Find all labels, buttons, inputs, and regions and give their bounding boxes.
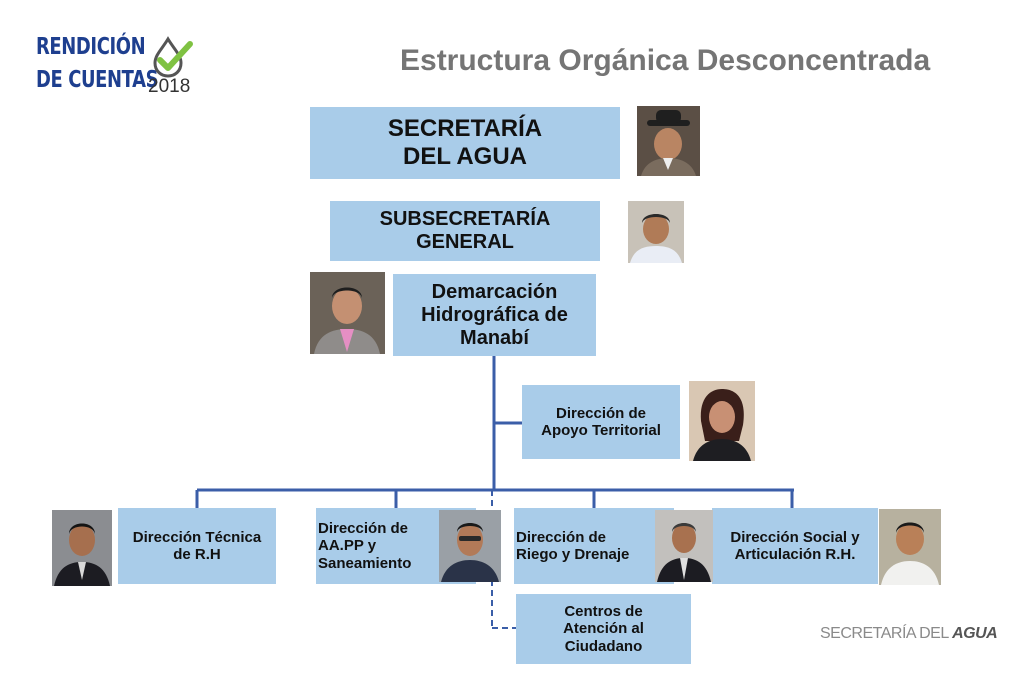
footer-brand-light: SECRETARÍA DEL: [820, 625, 949, 642]
node-aapp-label: Dirección de AA.PP y Saneamiento: [318, 520, 412, 572]
node-demarcacion-label: Demarcación Hidrográfica de Manabí: [421, 280, 568, 349]
node-apoyo-territorial: Dirección de Apoyo Territorial: [522, 385, 680, 459]
portrait-apoyo-photo: [689, 381, 755, 461]
portrait-demarcacion-photo: [310, 272, 385, 354]
node-social-label: Dirección Social y Articulación R.H.: [730, 528, 860, 563]
portrait-aapp-photo: [439, 510, 501, 582]
node-secretaria: SECRETARÍA DEL AGUA: [310, 107, 620, 179]
rendicion-logo: RENDICIÓN DE CUENTAS 2018: [36, 34, 206, 104]
node-direccion-tecnica: Dirección Técnica de R.H: [118, 508, 276, 584]
portrait-secretario-photo: [637, 106, 700, 176]
node-direccion-riego: Dirección de Riego y Drenaje: [514, 508, 674, 584]
node-secretaria-label: SECRETARÍA DEL AGUA: [387, 115, 543, 170]
page-title: Estructura Orgánica Desconcentrada: [400, 44, 931, 77]
footer-brand-bold: AGUA: [952, 625, 998, 642]
portrait-social-photo: [879, 509, 941, 585]
node-tecnica-label: Dirección Técnica de R.H: [132, 528, 262, 563]
portrait-subsecretario-photo: [628, 201, 684, 263]
node-riego-label: Dirección de Riego y Drenaje: [516, 528, 630, 563]
node-apoyo-label: Dirección de Apoyo Territorial: [541, 404, 661, 439]
node-demarcacion: Demarcación Hidrográfica de Manabí: [393, 274, 596, 356]
node-centros-atencion: Centros de Atención al Ciudadano: [516, 594, 691, 664]
node-subsecretaria: SUBSECRETARÍA GENERAL: [330, 201, 600, 261]
portrait-tecnica-photo: [52, 510, 112, 586]
logo-year: 2018: [148, 76, 191, 97]
logo-line1: RENDICIÓN: [36, 34, 146, 60]
logo-line2: DE CUENTAS: [36, 67, 159, 93]
footer-brand: SECRETARÍA DEL AGUA: [820, 625, 1000, 643]
node-centros-label: Centros de Atención al Ciudadano: [563, 603, 644, 655]
node-subsecretaria-label: SUBSECRETARÍA GENERAL: [379, 208, 551, 253]
node-direccion-social: Dirección Social y Articulación R.H.: [712, 508, 878, 584]
portrait-riego-photo: [655, 510, 713, 582]
drop-check-icon: [153, 36, 193, 78]
